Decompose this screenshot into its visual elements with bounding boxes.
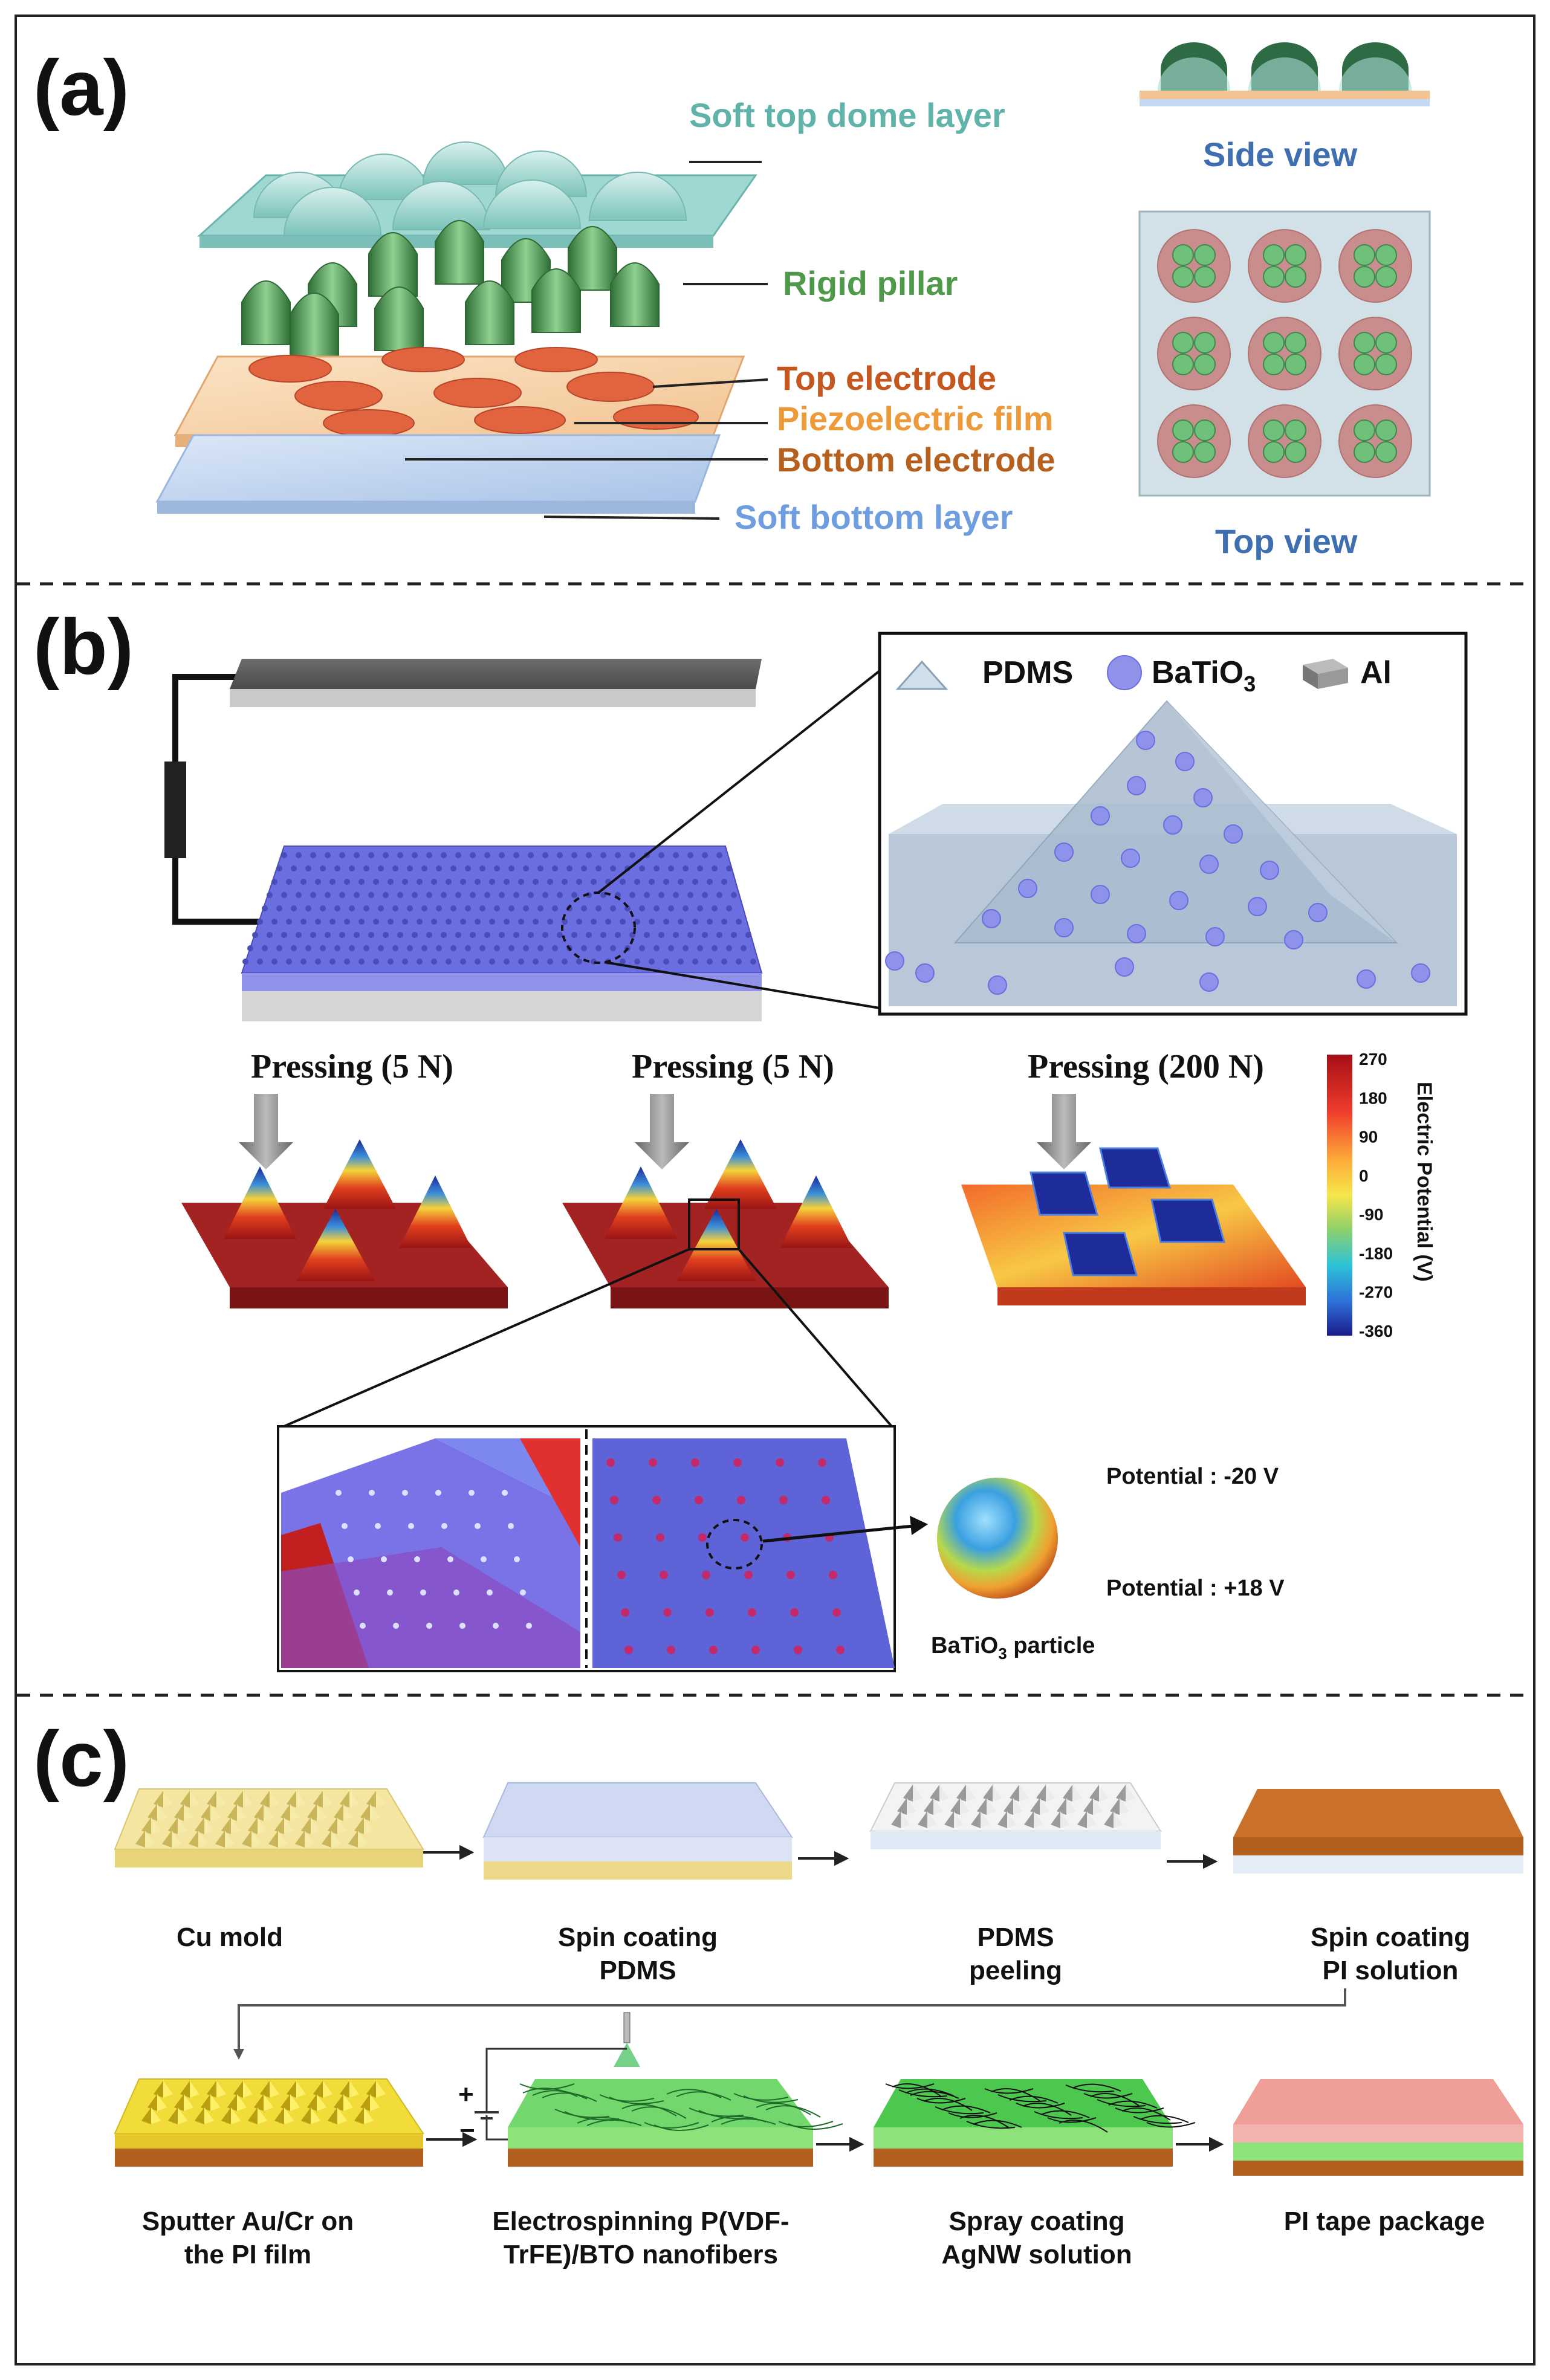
top-view-label: Top view — [1215, 522, 1358, 560]
panel-a: (a) — [33, 42, 1431, 560]
step-label: AgNW solution — [941, 2240, 1132, 2269]
pressing-label-3: Pressing (200 N) — [1028, 1048, 1264, 1085]
potential-top: Potential : -20 V — [1106, 1464, 1279, 1489]
legend-al-icon — [1303, 659, 1348, 689]
pdms-inset: PDMS BaTiO3 Al — [878, 632, 1468, 1016]
row2-arrows — [426, 2132, 1224, 2152]
panel-b: (b) — [33, 603, 1468, 1672]
legend-batio3: BaTiO3 — [1152, 655, 1256, 696]
panel-b-label: (b) — [33, 603, 134, 691]
label-bottom-electrode: Bottom electrode — [777, 441, 1055, 479]
row1-arrows — [423, 1845, 1218, 1869]
legend-batio3-icon — [1107, 655, 1142, 690]
label-soft-top-dome: Soft top dome layer — [689, 96, 1005, 134]
power-plus: + — [458, 2080, 474, 2109]
colorbar-tick: 90 — [1359, 1128, 1378, 1146]
step-cu-mold-illustration — [114, 1788, 424, 1867]
step-label: TrFE)/BTO nanofibers — [504, 2240, 778, 2269]
step-sputter-illustration — [114, 2078, 424, 2167]
step-pdms-peeling-illustration — [869, 1782, 1162, 1849]
top-view-illustration — [1138, 210, 1431, 497]
panel-c-label: (c) — [33, 1715, 129, 1803]
side-view-label: Side view — [1203, 135, 1358, 173]
row-connector — [238, 1988, 1346, 2052]
step-spin-pi-illustration — [1233, 1789, 1523, 1874]
al-top-electrode — [230, 659, 762, 707]
step-label: PDMS — [977, 1922, 1054, 1952]
step-label: Electrospinning P(VDF- — [492, 2207, 789, 2236]
step-electrospinning-illustration — [475, 2012, 843, 2167]
step-label: peeling — [969, 1956, 1062, 1985]
simulation-plate-1 — [181, 1139, 508, 1308]
potential-bottom: Potential : +18 V — [1106, 1576, 1285, 1601]
label-rigid-pillar: Rigid pillar — [783, 264, 958, 302]
step-label: the PI film — [184, 2240, 311, 2269]
panel-c: (c) Cu mold Spin coating — [33, 1715, 1523, 2269]
step-label: PI tape package — [1284, 2207, 1485, 2236]
colorbar-tick: 180 — [1359, 1088, 1387, 1107]
zoom-lines-b — [597, 670, 881, 1009]
soft-bottom-layer — [155, 434, 721, 514]
step-label: PI solution — [1323, 1956, 1459, 1985]
circuit-wire — [172, 674, 260, 925]
step-spin-pdms-illustration — [482, 1782, 793, 1880]
label-piezo-film: Piezoelectric film — [777, 399, 1054, 438]
resistor — [164, 762, 186, 858]
colorbar: 270 180 90 0 -90 -180 -270 -360 Electric Potent… — [1327, 1050, 1436, 1340]
colorbar-tick: -180 — [1359, 1244, 1393, 1263]
step-label: Spray coating — [949, 2207, 1125, 2236]
label-soft-bottom: Soft bottom layer — [734, 498, 1013, 536]
label-top-electrode: Top electrode — [777, 359, 996, 397]
particle-zoom-circle — [706, 1519, 763, 1570]
step-label: PDMS — [599, 1956, 676, 1985]
zoom-lines-detail — [284, 1248, 893, 1428]
simulation-plate-3 — [961, 1147, 1306, 1305]
colorbar-tick: 0 — [1359, 1166, 1369, 1185]
piezoelectric-film-stack — [173, 347, 745, 447]
colorbar-tick: 270 — [1359, 1050, 1387, 1069]
particle-arrow — [762, 1516, 928, 1543]
colorbar-tick: -360 — [1359, 1322, 1393, 1340]
step-spray-agnw-illustration — [874, 2079, 1196, 2167]
batio3-particle-sphere — [937, 1478, 1058, 1599]
rigid-pillars — [241, 220, 660, 357]
legend-pdms: PDMS — [982, 655, 1073, 690]
step-label: Cu mold — [177, 1922, 283, 1952]
step-label: Spin coating — [1311, 1922, 1470, 1952]
particle-label: BaTiO3 particle — [931, 1633, 1095, 1663]
step-pi-tape-illustration — [1233, 2079, 1523, 2176]
step-label: Spin coating — [558, 1922, 718, 1952]
row-connector-arrowhead — [233, 2049, 244, 2060]
colorbar-tick: -90 — [1359, 1205, 1383, 1224]
press-arrows — [239, 1094, 1091, 1169]
colorbar-title: Electric Potential (V) — [1413, 1082, 1436, 1282]
side-view-illustration — [1140, 42, 1430, 106]
zoom-box-small — [688, 1198, 740, 1250]
panel-a-leader-lines — [405, 161, 768, 520]
detail-box — [277, 1425, 896, 1672]
soft-top-dome-layer — [197, 141, 757, 248]
simulation-plate-2 — [562, 1139, 889, 1308]
colorbar-tick: -270 — [1359, 1283, 1393, 1302]
pdms-pyramid-film — [241, 846, 763, 1021]
pressing-label-2: Pressing (5 N) — [632, 1048, 834, 1085]
pressing-label-1: Pressing (5 N) — [251, 1048, 453, 1085]
legend-al: Al — [1360, 655, 1392, 690]
panel-a-label: (a) — [33, 44, 129, 132]
step-label: Sputter Au/Cr on — [142, 2207, 354, 2236]
figure-frame — [15, 15, 1535, 2365]
